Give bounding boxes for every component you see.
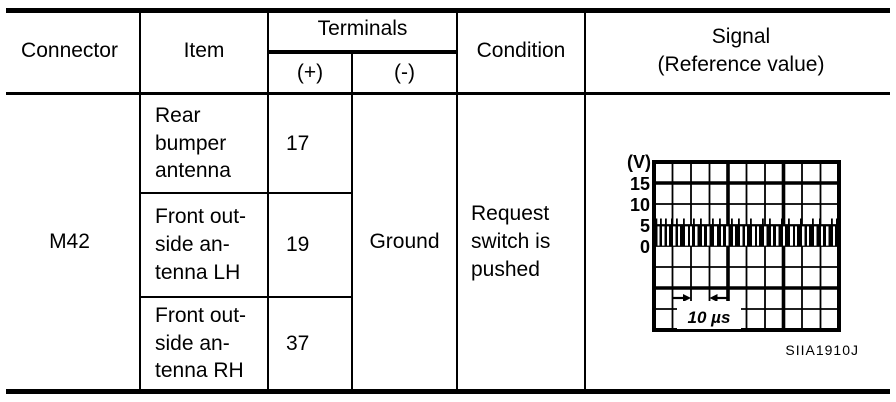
waveform-gap [802, 226, 805, 246]
waveform-gap [771, 226, 773, 246]
waveform-gap [673, 226, 676, 246]
waveform-spike [671, 218, 673, 225]
column-divider-item-terminals [267, 8, 269, 394]
waveform-gap [721, 226, 723, 246]
waveform-gap [764, 226, 767, 246]
column-divider-terminals-condition [456, 8, 458, 394]
header-signal: Signal (Reference value) [657, 25, 825, 76]
column-divider-connector-item [139, 8, 141, 394]
waveform-spike [836, 218, 838, 225]
cell-condition: Request switch is pushed [471, 202, 551, 281]
waveform-gap [783, 226, 785, 246]
waveform-spike [676, 218, 678, 225]
waveform-spike [750, 218, 752, 225]
column-divider-condition-signal [584, 8, 586, 394]
cell-terminal-minus-ground: Ground [369, 230, 440, 254]
time-scale-measure-arrows [672, 294, 728, 302]
waveform-spike [660, 218, 662, 225]
row-separator-2 [139, 296, 353, 298]
waveform-gap [740, 226, 743, 246]
waveform-gap [702, 226, 704, 246]
header-separator-rule [6, 92, 890, 95]
waveform-spike [819, 218, 821, 225]
waveform-spike [712, 218, 714, 225]
waveform-gap [795, 226, 797, 246]
cell-terminal-plus-17: 17 [286, 131, 310, 155]
waveform-gap [752, 226, 755, 246]
waveform-spike [812, 218, 814, 225]
waveform-spike [655, 218, 658, 225]
oscilloscope-figure: (V) 15 10 5 0 10 µs SIIA1910J [627, 152, 859, 358]
waveform-gap [714, 226, 717, 246]
time-scale-label: 10 µs [688, 308, 731, 327]
waveform-spike [781, 218, 783, 225]
waveform-gap [657, 226, 660, 246]
waveform-gap [662, 226, 665, 246]
header-terminals: Terminals [317, 17, 408, 41]
waveform-spike [762, 218, 764, 225]
scope-ytick-5: 5 [640, 216, 650, 236]
column-divider-plus-minus [351, 52, 353, 394]
figure-id-label: SIIA1910J [785, 342, 859, 358]
header-terminal-plus: (+) [296, 61, 324, 85]
cell-item-front-outside-antenna-lh: Front out- side an- tenna LH [155, 205, 247, 284]
waveform-gap [745, 226, 747, 246]
waveform-spike [831, 218, 833, 225]
waveform-spike [683, 218, 685, 225]
waveform-spike [700, 218, 702, 225]
waveform-gap [776, 226, 779, 246]
waveform-gap [695, 226, 698, 246]
waveform-gap [757, 226, 759, 246]
cell-connector: M42 [49, 230, 90, 254]
time-scale-label-box [677, 301, 741, 329]
signal-waveform [655, 218, 838, 246]
waveform-gap [814, 226, 817, 246]
waveform-gap [790, 226, 793, 246]
cell-item-rear-bumper-antenna: Rear bumper antenna [155, 103, 231, 183]
waveform-spike [731, 218, 733, 225]
scope-ytick-15: 15 [630, 174, 650, 194]
waveform-gap [821, 226, 823, 246]
header-condition: Condition [476, 39, 566, 63]
header-connector: Connector [21, 39, 118, 63]
waveform-gap [726, 226, 729, 246]
cell-item-front-outside-antenna-rh: Front out- side an- tenna RH [155, 303, 247, 383]
row-separator-1 [139, 192, 353, 194]
waveform-gap [826, 226, 829, 246]
cell-terminal-plus-37: 37 [286, 331, 310, 355]
scope-grid-border [652, 160, 841, 332]
header-terminal-minus: (-) [394, 61, 415, 85]
waveform-gap [833, 226, 835, 246]
waveform-gap [690, 226, 692, 246]
waveform-spike [719, 218, 721, 225]
table-border-bottom [6, 389, 890, 394]
waveform-gap [667, 226, 669, 246]
scope-unit-label: (V) [627, 152, 651, 172]
waveform-spike [665, 218, 667, 225]
waveform-gap [678, 226, 680, 246]
waveform-gap [685, 226, 688, 246]
waveform-spike [788, 218, 790, 225]
cell-terminal-plus-19: 19 [286, 233, 310, 257]
waveform-gap [707, 226, 710, 246]
scope-ytick-0: 0 [640, 237, 650, 257]
waveform-spike [769, 218, 771, 225]
header-item: Item [183, 39, 225, 63]
terminals-underline-rule [267, 50, 458, 54]
waveform-spike [738, 218, 740, 225]
table-border-top [6, 8, 890, 13]
waveform-spike [693, 218, 695, 225]
scope-ytick-10: 10 [630, 195, 650, 215]
waveform-spike [800, 218, 802, 225]
waveform-gap [733, 226, 735, 246]
waveform-gap [807, 226, 809, 246]
